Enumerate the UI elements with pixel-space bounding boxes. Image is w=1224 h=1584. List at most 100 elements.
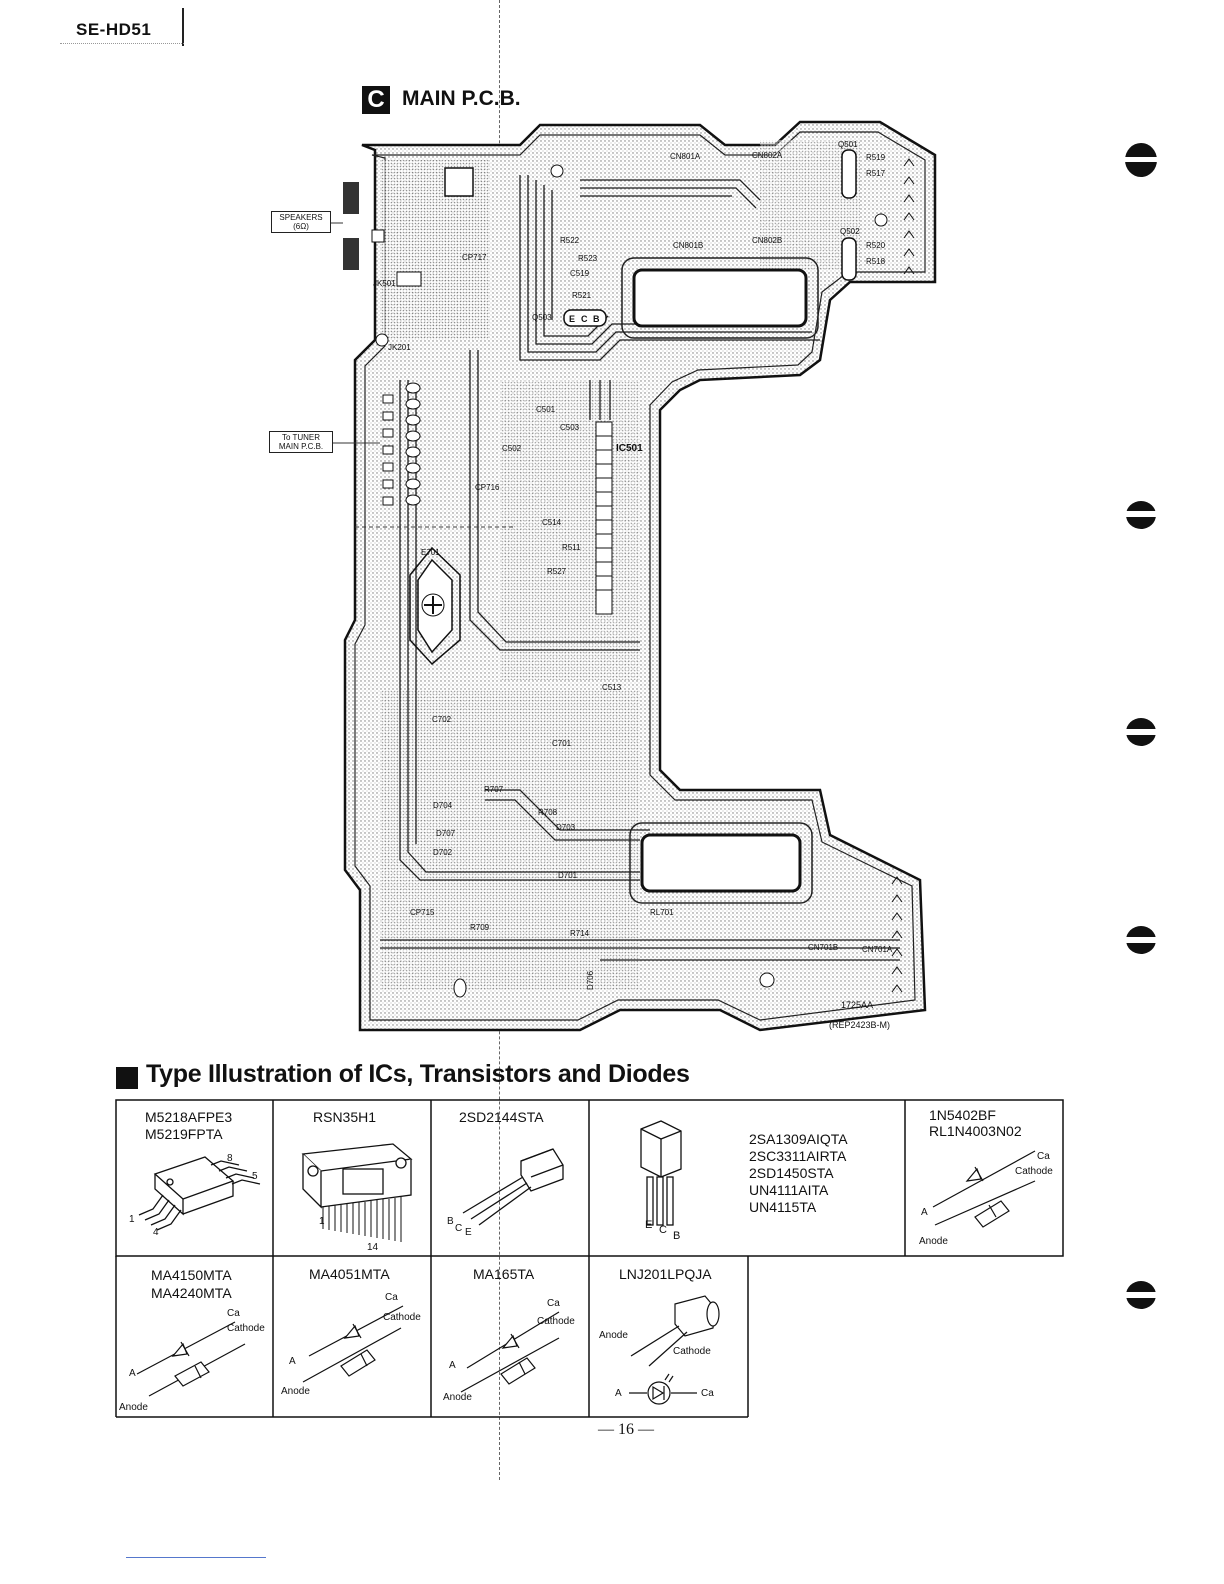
label-d701: D701 xyxy=(558,871,578,880)
label-r709: R709 xyxy=(470,923,490,932)
tuner-label-line1: To TUNER xyxy=(281,433,321,442)
part-ma4150mta: MA4150MTA xyxy=(151,1267,232,1283)
label-ic501: IC501 xyxy=(616,443,643,454)
part-ma4240mta: MA4240MTA xyxy=(151,1285,232,1301)
label-jk501: JK501 xyxy=(373,279,396,288)
pcb-title: MAIN P.C.B. xyxy=(402,87,521,110)
part-m5219fpta: M5219FPTA xyxy=(145,1126,223,1142)
label-d704: D704 xyxy=(433,801,453,810)
pin-label: E xyxy=(645,1219,653,1231)
label-r520: R520 xyxy=(866,241,886,250)
led-illustration xyxy=(629,1295,720,1405)
page-number: — 16 — xyxy=(598,1421,654,1438)
cathode-label: Cathode xyxy=(537,1316,575,1327)
tuner-label-line2: MAIN P.C.B. xyxy=(278,442,324,451)
part-2sd2144sta: 2SD2144STA xyxy=(459,1109,544,1125)
label-rl701: RL701 xyxy=(650,908,674,917)
to92l-transistor-illustration xyxy=(640,1120,682,1226)
anode-label: Anode xyxy=(281,1386,310,1397)
cathode-short-label: Ca xyxy=(701,1388,714,1399)
q503-pin-c: C xyxy=(581,314,588,324)
main-pcb-drawing: Q501 Q502 Q503 CN801A CN802A CN801B CN80… xyxy=(330,120,937,1032)
glass-diode-illustration xyxy=(302,1305,404,1383)
cell-1n5402: 1N5402BF RL1N4003N02 Ca Cathode A Anode xyxy=(905,1099,1063,1256)
label-cn802b: CN802B xyxy=(752,236,782,245)
label-r511: R511 xyxy=(562,543,581,552)
part-ma165ta: MA165TA xyxy=(473,1266,535,1282)
board-code: 1725AA xyxy=(841,1000,874,1010)
label-r708: R708 xyxy=(538,808,558,817)
cathode-label: Cathode xyxy=(227,1323,265,1334)
label-d702: D702 xyxy=(433,848,453,857)
label-cp716: CP716 xyxy=(475,483,500,492)
table-grid xyxy=(115,1099,1064,1418)
label-c501: C501 xyxy=(536,405,556,414)
anode-short-label: A xyxy=(921,1207,928,1218)
label-d707: D707 xyxy=(436,829,456,838)
pin-label: 4 xyxy=(153,1227,159,1238)
cathode-short-label: Ca xyxy=(385,1292,398,1303)
pin-label: 1 xyxy=(319,1216,325,1227)
cathode-label: Cathode xyxy=(383,1312,421,1323)
glass-diode-illustration xyxy=(460,1311,560,1393)
edge-mark-4 xyxy=(1124,926,1158,954)
anode-short-label: A xyxy=(129,1368,136,1379)
pin-label: B xyxy=(447,1216,454,1227)
anode-short-label: A xyxy=(615,1388,622,1399)
label-cp717: CP717 xyxy=(462,253,487,262)
label-e701: E701 xyxy=(421,548,440,557)
label-cp715: CP715 xyxy=(410,908,435,917)
power-ic-illustration xyxy=(301,1143,413,1242)
label-cn701b: CN701B xyxy=(808,943,838,952)
label-c503: C503 xyxy=(560,423,580,432)
label-r523: R523 xyxy=(578,254,598,263)
cathode-short-label: Ca xyxy=(547,1298,560,1309)
pin-label: E xyxy=(465,1227,472,1238)
header-underline xyxy=(60,43,184,44)
section-bullet xyxy=(116,1067,138,1089)
label-r517: R517 xyxy=(866,169,886,178)
pin-label: 5 xyxy=(252,1171,258,1182)
speakers-label: SPEAKERS (6Ω) xyxy=(271,211,331,233)
pin-label: B xyxy=(673,1230,681,1242)
edge-mark-5 xyxy=(1124,1281,1158,1309)
label-d706: D706 xyxy=(586,970,595,990)
cell-lnj201: LNJ201LPQJA Anode Cathode A Ca xyxy=(589,1256,748,1417)
part-un4115ta: UN4115TA xyxy=(749,1199,817,1215)
label-c702: C702 xyxy=(432,715,452,724)
anode-label: Anode xyxy=(119,1402,148,1413)
label-r522: R522 xyxy=(560,236,580,245)
glass-diode-illustration xyxy=(136,1321,246,1397)
label-c519: C519 xyxy=(570,269,590,278)
cell-2sd2144: 2SD2144STA B C E xyxy=(431,1099,589,1256)
anode-label: Anode xyxy=(919,1236,948,1247)
label-c513: C513 xyxy=(602,683,622,692)
tuner-label: To TUNER MAIN P.C.B. xyxy=(269,431,333,453)
cell-ma165: MA165TA Ca Cathode A Anode xyxy=(431,1256,589,1417)
q503-pin-b: B xyxy=(593,314,600,324)
part-ma4051mta: MA4051MTA xyxy=(309,1266,390,1282)
pin-label: C xyxy=(455,1223,463,1234)
part-2sc3311airta: 2SC3311AIRTA xyxy=(749,1148,847,1164)
rep-code: (REP2423B-M) xyxy=(829,1020,891,1030)
label-r714: R714 xyxy=(570,929,590,938)
label-cn802a: CN802A xyxy=(752,151,783,160)
pin-label: 14 xyxy=(367,1242,379,1253)
anode-short-label: A xyxy=(449,1360,456,1371)
cathode-label: Cathode xyxy=(673,1346,711,1357)
label-c502: C502 xyxy=(502,444,522,453)
cell-ma4150: MA4150MTA MA4240MTA Ca Cathode A Anode xyxy=(115,1256,273,1417)
part-un4111aita: UN4111AITA xyxy=(749,1182,829,1198)
label-d703: D703 xyxy=(556,823,576,832)
types-section-title: Type Illustration of ICs, Transistors an… xyxy=(146,1060,690,1088)
part-lnj201lpqja: LNJ201LPQJA xyxy=(619,1266,712,1282)
label-r707: R707 xyxy=(484,785,504,794)
cathode-label: Cathode xyxy=(1015,1166,1053,1177)
cathode-short-label: Ca xyxy=(227,1308,240,1319)
smd-ic-illustration xyxy=(138,1156,261,1231)
cathode-short-label: Ca xyxy=(1037,1151,1050,1162)
pin-label: C xyxy=(659,1224,667,1236)
anode-label: Anode xyxy=(443,1392,472,1403)
label-q501: Q501 xyxy=(838,140,858,149)
label-r521: R521 xyxy=(572,291,592,300)
